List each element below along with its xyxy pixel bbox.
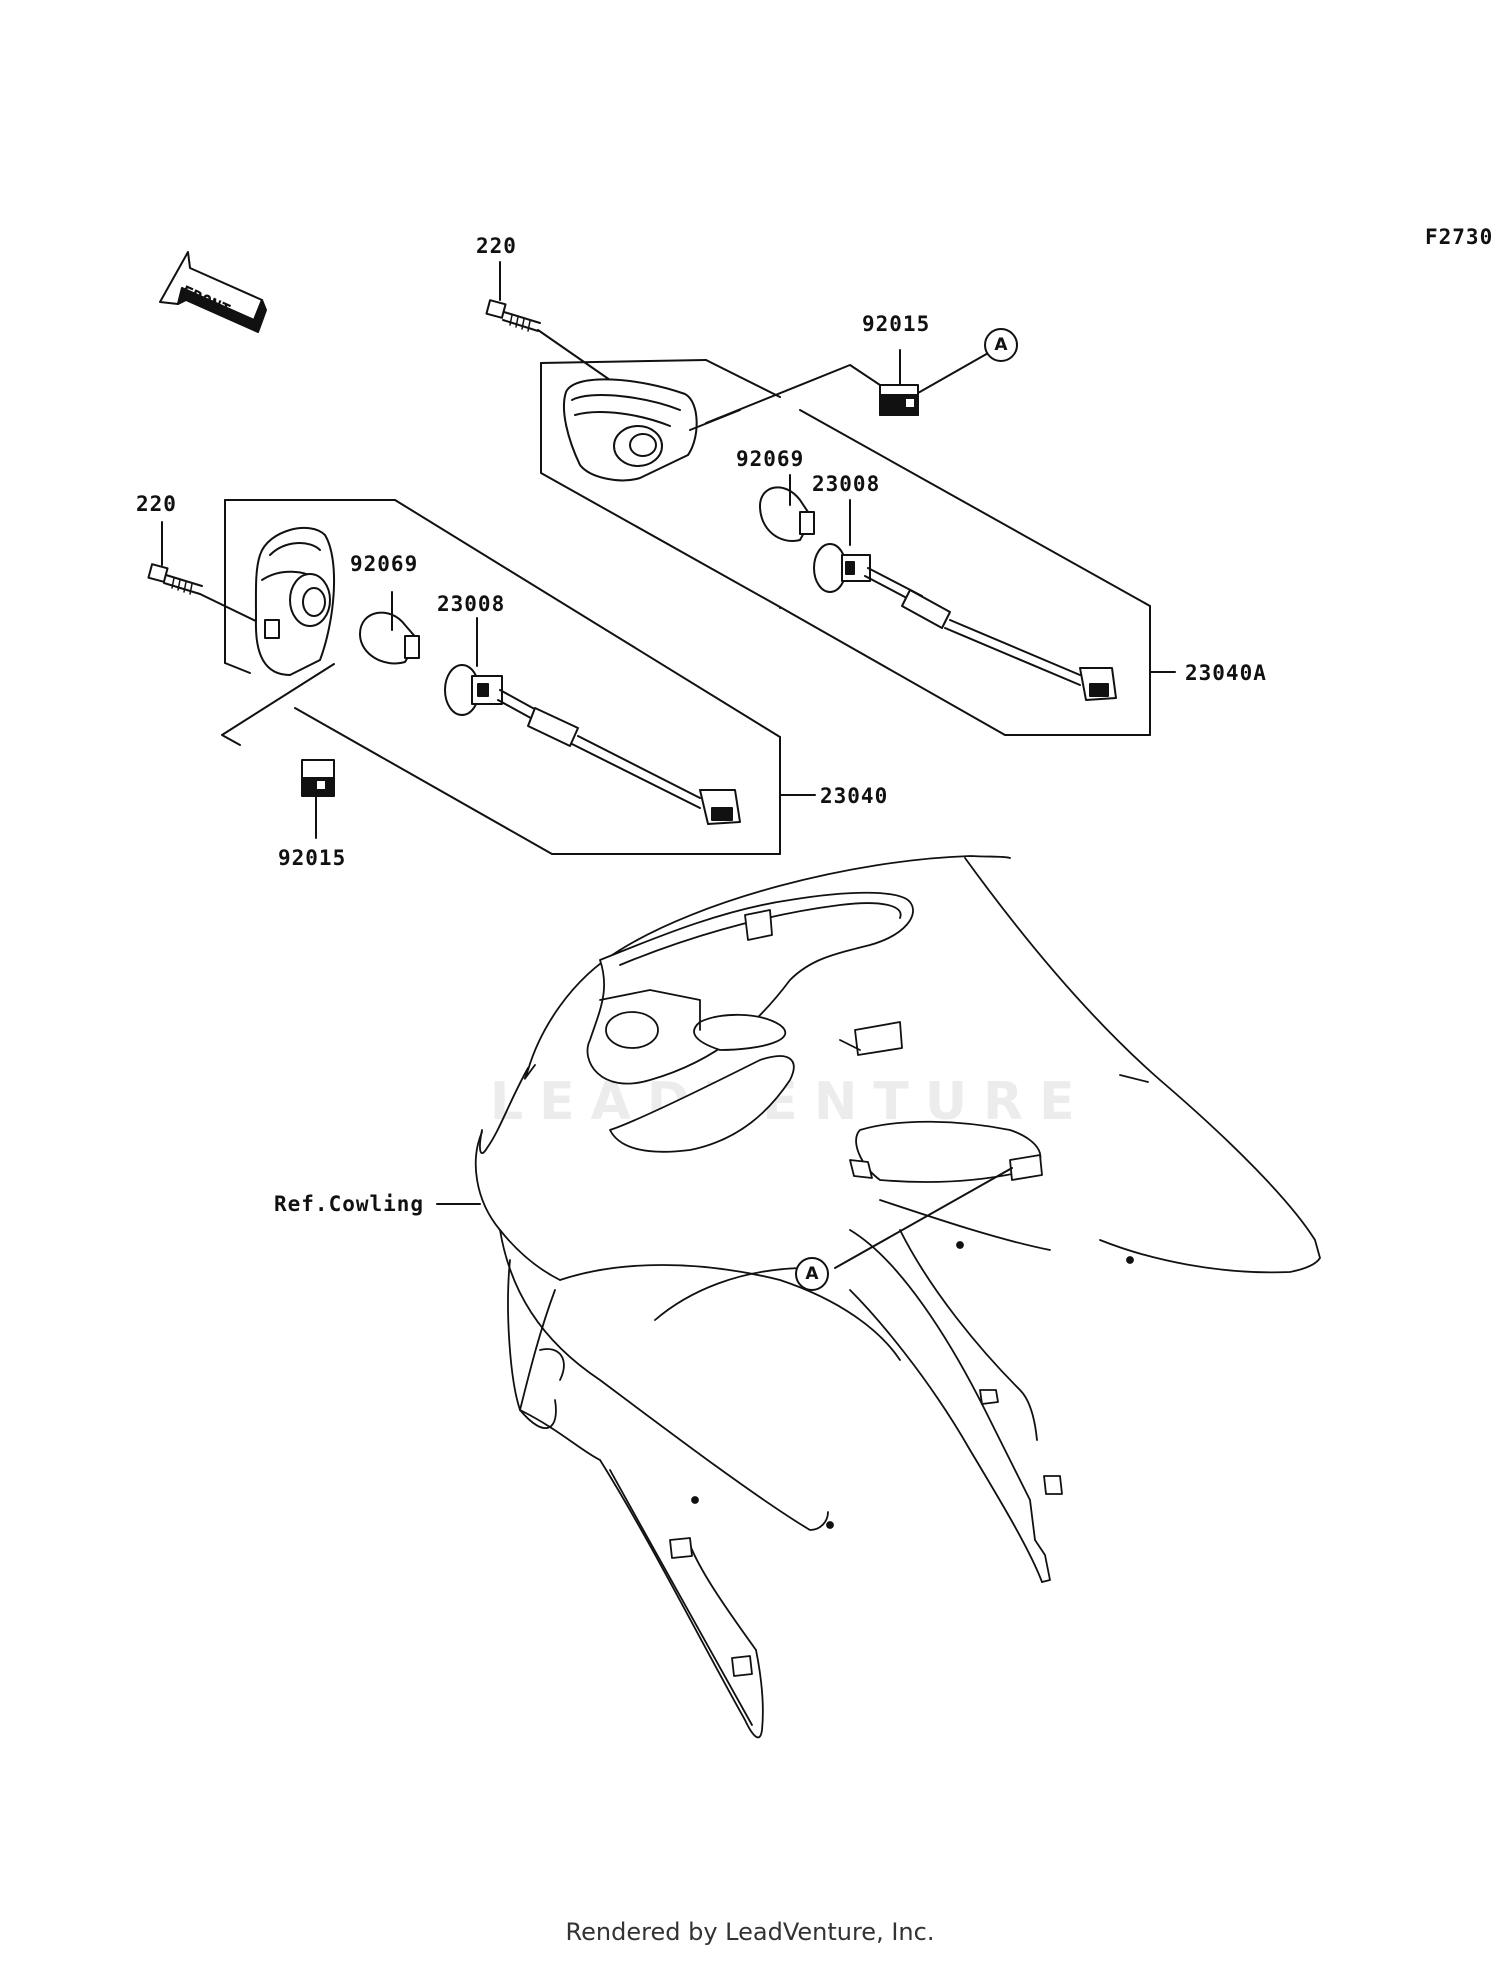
cowling-ref-label: Ref.Cowling (274, 1192, 425, 1216)
upper-socket-label: 23008 (812, 472, 881, 496)
upper-clip-icon (706, 350, 990, 423)
lower-screw-label: 220 (136, 492, 177, 516)
upper-socket-icon (814, 500, 1116, 700)
upper-bulb-icon (760, 475, 814, 541)
lower-assembly-label: 23040 (820, 784, 889, 808)
lower-bulb-icon (360, 592, 419, 663)
front-arrow-icon: FRONT (160, 252, 266, 332)
lower-screw-icon (148, 522, 262, 624)
upper-bulb-label: 92069 (736, 447, 805, 471)
lower-clip-icon (302, 760, 334, 838)
cowling-callout-a: A (795, 1257, 829, 1291)
upper-screw-icon (486, 262, 610, 380)
lower-assembly-frame (222, 500, 815, 854)
upper-assembly-label: 23040A (1185, 661, 1267, 685)
lower-socket-label: 23008 (437, 592, 506, 616)
upper-callout-a: A (984, 328, 1018, 362)
lower-clip-label: 92015 (278, 846, 347, 870)
upper-lens-icon (564, 379, 740, 480)
cowling-outline (476, 856, 1320, 1737)
cowling-callout-leader (835, 1168, 1012, 1268)
lower-socket-icon (445, 618, 740, 824)
upper-clip-label: 92015 (862, 312, 931, 336)
upper-screw-label: 220 (476, 234, 517, 258)
figure-code: F2730 (1425, 225, 1494, 249)
lower-bulb-label: 92069 (350, 552, 419, 576)
upper-assembly-frame (541, 360, 1175, 735)
lower-lens-icon (256, 528, 334, 675)
footer-credit: Rendered by LeadVenture, Inc. (565, 1918, 935, 1946)
